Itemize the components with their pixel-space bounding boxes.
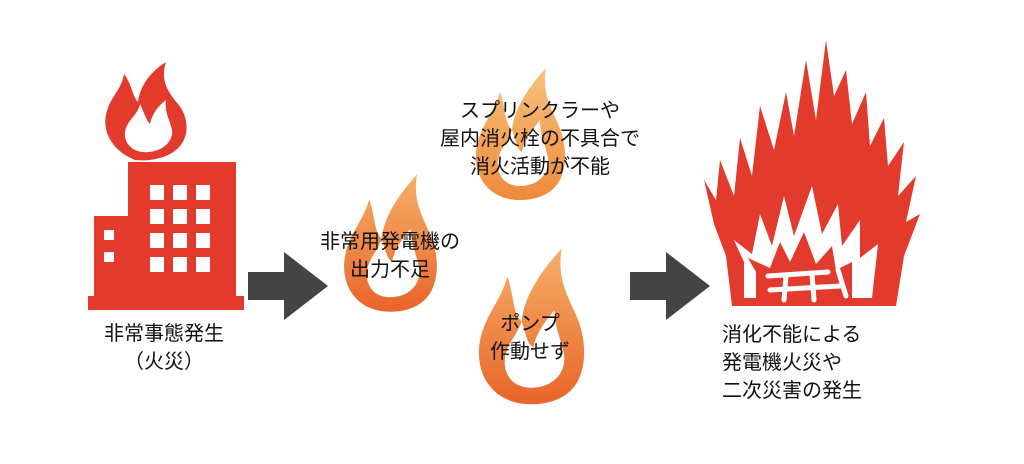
stage-generator-line-2: 出力不足	[350, 257, 430, 281]
stage-pump-line-2: 作動せず	[490, 339, 570, 363]
stage-result-line-3: 二次災害の発生	[722, 378, 862, 402]
stage-origin-line-2: （火災）	[124, 349, 204, 373]
stage-origin-label: 非常事態発生 （火災）	[66, 319, 262, 375]
stage-origin-line-1: 非常事態発生	[104, 321, 224, 345]
big-fire-icon	[704, 40, 920, 306]
stage-result-label: 消化不能による 発電機火災や 二次災害の発生	[722, 320, 932, 404]
stage-sprinkler-line-1: スプリンクラーや	[460, 98, 620, 122]
stage-result-line-2: 発電機火災や	[722, 350, 842, 374]
stage-generator-label: 非常用発電機の 出力不足	[300, 227, 480, 283]
stage-result-line-1: 消化不能による	[722, 322, 862, 346]
stage-pump-line-1: ポンプ	[500, 311, 560, 335]
burning-building-icon	[88, 62, 244, 310]
stage-sprinkler-line-2: 屋内消火栓の不具合で	[440, 126, 640, 150]
stage-sprinkler-label: スプリンクラーや 屋内消火栓の不具合で 消火活動が不能	[410, 96, 670, 180]
stage-generator-line-1: 非常用発電機の	[320, 229, 460, 253]
arrow-right-icon	[630, 252, 710, 320]
stage-sprinkler-line-3: 消火活動が不能	[470, 154, 610, 178]
arrow-right-icon	[248, 252, 328, 320]
stage-pump-label: ポンプ 作動せず	[470, 309, 590, 365]
